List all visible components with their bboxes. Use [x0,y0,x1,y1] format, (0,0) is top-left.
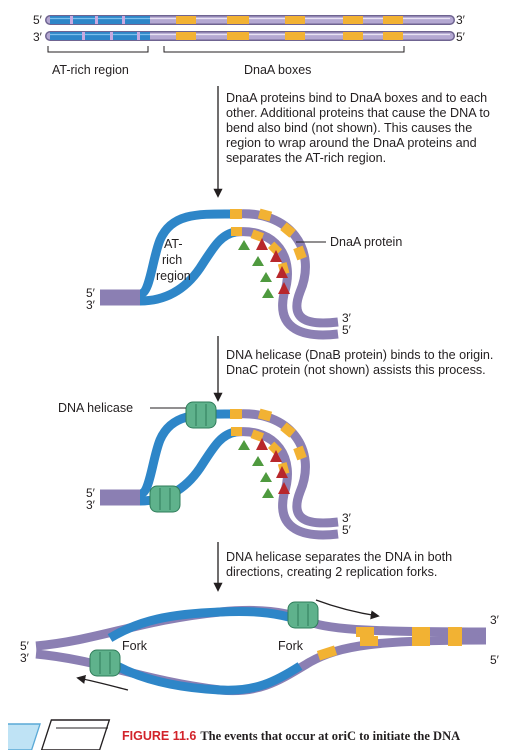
step1-description: DnaA proteins bind to DnaA boxes and to … [226,91,490,165]
fork-left-label: Fork [122,639,148,653]
p1-top-right-end: 3′ [456,13,466,27]
dnaa-boxes-bottom [176,32,403,40]
caption-text: The events that occur at oriC to initiat… [200,729,461,743]
step2-description: DNA helicase (DnaB protein) binds to the… [226,348,494,377]
fork-helicase-left [89,649,121,677]
p1-bottom-left-end: 3′ [33,30,43,44]
p2-outer-strand [138,209,237,299]
figure-number: FIGURE 11.6 [122,729,197,743]
p2-inner-strand [139,227,238,306]
p2-at-label-2: rich [162,253,182,267]
panel2-dnaa-bound: DnaA protein AT- rich region 5′ 3′ 3′ 5′ [86,208,402,340]
step3-description: DNA helicase separates the DNA in both d… [226,550,453,579]
animation-film-icon [8,719,111,750]
p4-left-bottom-end: 3′ [20,651,30,665]
p3-left-top-end: 5′ [86,486,96,500]
at-rich-markers [70,16,125,24]
fork-left-direction-arrow [76,674,129,691]
p4-left-top-end: 5′ [20,639,30,653]
p1-bottom-right-end: 5′ [456,30,466,44]
dnaa-boxes-bracket [163,46,405,53]
p2-at-label-1: AT- [164,237,183,251]
dnaa-boxes-top [176,16,403,24]
at-rich-region-label: AT-rich region [52,63,129,77]
p2-right-top-end: 3′ [342,311,352,325]
helicase-bottom [149,485,181,513]
p4-right-top-end: 3′ [490,613,500,627]
top-strand [45,15,455,25]
panel1-straight-dna: 5′ 3′ 3′ 5′ AT-rich region DnaA boxes [33,13,466,77]
helicase-top [185,401,217,429]
p2-at-label-3: region [156,269,191,283]
p1-top-left-end: 5′ [33,13,43,27]
panel3-helicase-bound: DNA helicase 5′ 3′ 3′ 5′ [58,401,352,540]
fork-right-direction-arrow [315,599,380,620]
dna-helicase-label: DNA helicase [58,401,133,415]
fork-right-label: Fork [278,639,304,653]
at-rich-bracket [47,46,149,53]
p2-right-bottom-end: 5′ [342,323,352,337]
bottom-strand [45,31,455,41]
fork-helicase-right [287,601,319,629]
p2-dnaa-proteins [238,238,290,298]
p2-left-top-end: 5′ [86,286,96,300]
p2-dnaa-boxes [230,208,307,276]
panel4-replication-bubble: Fork Fork 5′ 3′ 3′ 5′ [20,599,500,696]
p4-right-bottom-end: 5′ [490,653,500,667]
p3-right-bottom-end: 5′ [342,523,352,537]
p2-hairpin-outer [235,209,339,328]
dnaa-boxes-label: DnaA boxes [244,63,311,77]
p3-left-bottom-end: 3′ [86,498,96,512]
p2-left-bottom-end: 3′ [86,298,96,312]
p3-right-top-end: 3′ [342,511,352,525]
dnaa-protein-label: DnaA protein [330,235,402,249]
